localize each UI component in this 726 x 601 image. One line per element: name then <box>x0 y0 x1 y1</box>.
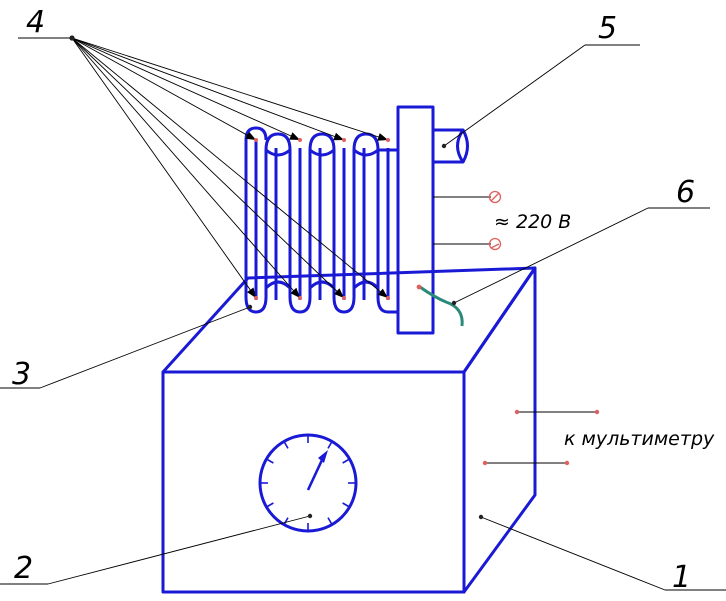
leader-dots <box>69 35 484 520</box>
callout-4-point <box>342 296 346 300</box>
heater-plate <box>396 105 491 335</box>
callout-6: 6 <box>676 175 695 210</box>
callout-4-arrowhead <box>245 131 256 140</box>
gauge-tick <box>327 441 333 449</box>
callout-4-point <box>298 138 302 142</box>
callout-4-arrowhead <box>333 132 344 141</box>
heating-coil <box>244 126 398 314</box>
gauge-ticks <box>261 436 355 530</box>
callout-4-leaders <box>71 37 390 300</box>
callout-4-point <box>386 138 390 142</box>
callout-4-point <box>298 296 302 300</box>
callout-4-leader <box>71 37 257 299</box>
callout-4-leader <box>71 37 389 299</box>
callout-4-point <box>342 138 346 142</box>
callout-2: 2 <box>14 551 33 586</box>
callout-4-point <box>254 138 258 142</box>
callout-3: 3 <box>12 357 31 392</box>
callout-4-arrowhead <box>377 133 388 141</box>
callout-1: 1 <box>672 560 691 595</box>
gauge-tick <box>266 502 274 508</box>
circle-slash-icon <box>488 190 502 204</box>
housing-box <box>161 266 537 594</box>
gauge-tick <box>342 502 350 508</box>
callout-4-leader <box>71 37 301 299</box>
housing-top-face <box>161 266 537 374</box>
callout-5: 5 <box>598 11 617 46</box>
sensor-wire-end <box>416 284 422 290</box>
callout-4-leader <box>71 37 345 299</box>
sensor-wire <box>419 285 464 327</box>
voltage-label: ≈ 220 В <box>494 211 571 233</box>
callout-4-arrowhead <box>247 287 256 298</box>
outlet-tube <box>433 128 469 164</box>
callout-4-leader <box>71 37 257 141</box>
callout-4-leader <box>71 37 389 141</box>
callout-4: 4 <box>26 5 45 40</box>
callout-leaders <box>0 37 726 591</box>
callout-4-leader <box>71 37 301 141</box>
pressure-gauge-icon <box>258 433 358 533</box>
callout-4-arrowhead <box>334 288 344 298</box>
callout-4-point <box>254 296 258 300</box>
gauge-tick <box>327 517 333 525</box>
callout-4-arrowhead <box>290 287 300 298</box>
callout-4-leader <box>71 37 345 141</box>
gauge-tick <box>283 441 289 449</box>
gauge-tick <box>266 458 274 464</box>
housing-side-face <box>462 266 537 594</box>
callout-4-arrowhead <box>289 132 300 140</box>
multimeter-leads <box>482 409 600 466</box>
multimeter-label: к мультиметру <box>564 428 715 450</box>
circle-slash-icon <box>488 237 502 251</box>
gauge-tick <box>342 458 350 464</box>
housing-front-face <box>161 370 466 594</box>
callout-4-point <box>386 296 390 300</box>
callout-4-arrowhead <box>377 288 388 298</box>
